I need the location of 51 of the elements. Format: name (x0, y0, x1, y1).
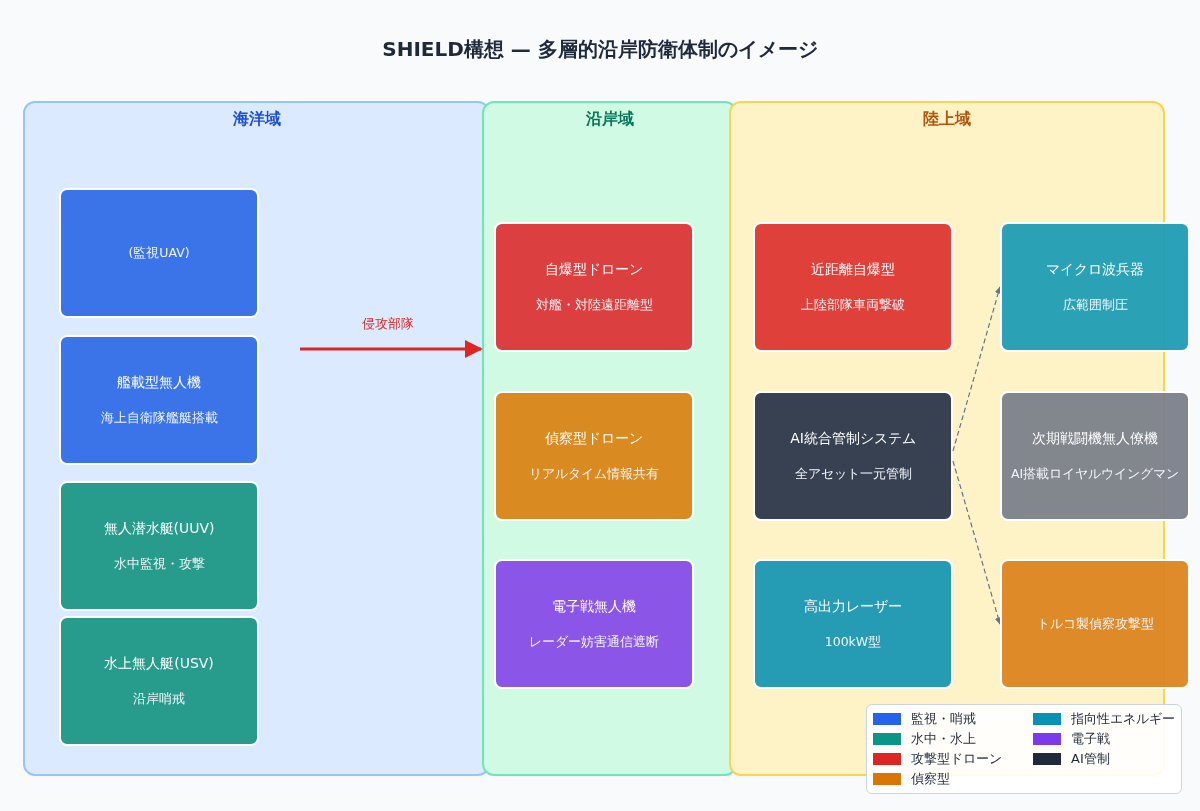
legend-label: AI管制 (1071, 750, 1110, 768)
unit-name: 自爆型ドローン (545, 260, 643, 279)
unit-description: 海上自衛隊艦艇搭載 (100, 409, 218, 427)
legend-label: 偵察型 (911, 770, 950, 788)
unit-description: 対艦・対陸遠距離型 (535, 296, 653, 314)
diagram-title: SHIELD構想 — 多層的沿岸防衛体制のイメージ (382, 37, 818, 61)
unit-name: 水上無人艇(USV) (104, 654, 214, 673)
unit-box (59, 481, 259, 611)
dashed-arrow (952, 460, 1002, 625)
unit-name: 高出力レーザー (804, 597, 902, 616)
unit-box (494, 222, 694, 352)
legend-label: 電子戦 (1071, 730, 1110, 748)
unit-box (59, 616, 259, 746)
unit-name: マイクロ波兵器 (1046, 260, 1144, 279)
zone-title: 沿岸域 (585, 109, 634, 130)
unit-box (59, 335, 259, 465)
unit-name: 無人潜水艇(UUV) (103, 519, 215, 538)
unit-description: トルコ製偵察攻撃型 (1036, 615, 1154, 633)
unit-name: 艦載型無人機 (117, 373, 201, 392)
legend-label: 水中・水上 (911, 730, 976, 748)
zone-title: 陸上域 (923, 109, 971, 130)
unit-description: 広範囲制圧 (1062, 296, 1128, 314)
unit-box (494, 391, 694, 521)
legend-label: 攻撃型ドローン (911, 750, 1002, 768)
legend-label: 監視・哨戒 (911, 710, 976, 728)
dashed-arrow (952, 286, 1002, 452)
unit-description: AI搭載ロイヤルウイングマン (1010, 465, 1180, 483)
unit-name: AI統合管制システム (790, 429, 916, 448)
unit-box (753, 559, 953, 689)
zone-title: 海洋域 (232, 109, 281, 130)
unit-box (753, 222, 953, 352)
unit-box (1000, 559, 1190, 689)
unit-box (494, 559, 694, 689)
unit-name: 近距離自爆型 (811, 260, 895, 279)
unit-description: 全アセット一元管制 (794, 465, 912, 483)
unit-box (1000, 391, 1190, 521)
unit-description: 100kW型 (824, 633, 882, 651)
unit-description: (監視UAV) (128, 244, 190, 262)
unit-description: 上陸部隊車両撃破 (801, 296, 905, 314)
unit-name: 電子戦無人機 (552, 597, 636, 616)
unit-box (1000, 222, 1190, 352)
unit-description: レーダー妨害通信遮断 (529, 633, 659, 651)
unit-name: 次期戦闘機無人僚機 (1032, 429, 1158, 448)
legend-label: 指向性エネルギー (1071, 710, 1175, 728)
unit-description: 沿岸哨戒 (133, 690, 185, 708)
unit-name: 偵察型ドローン (545, 429, 643, 448)
unit-box (59, 188, 259, 318)
arrow (300, 340, 483, 358)
unit-description: 水中監視・攻撃 (113, 555, 205, 573)
unit-description: リアルタイム情報共有 (529, 465, 659, 483)
unit-box (753, 391, 953, 521)
